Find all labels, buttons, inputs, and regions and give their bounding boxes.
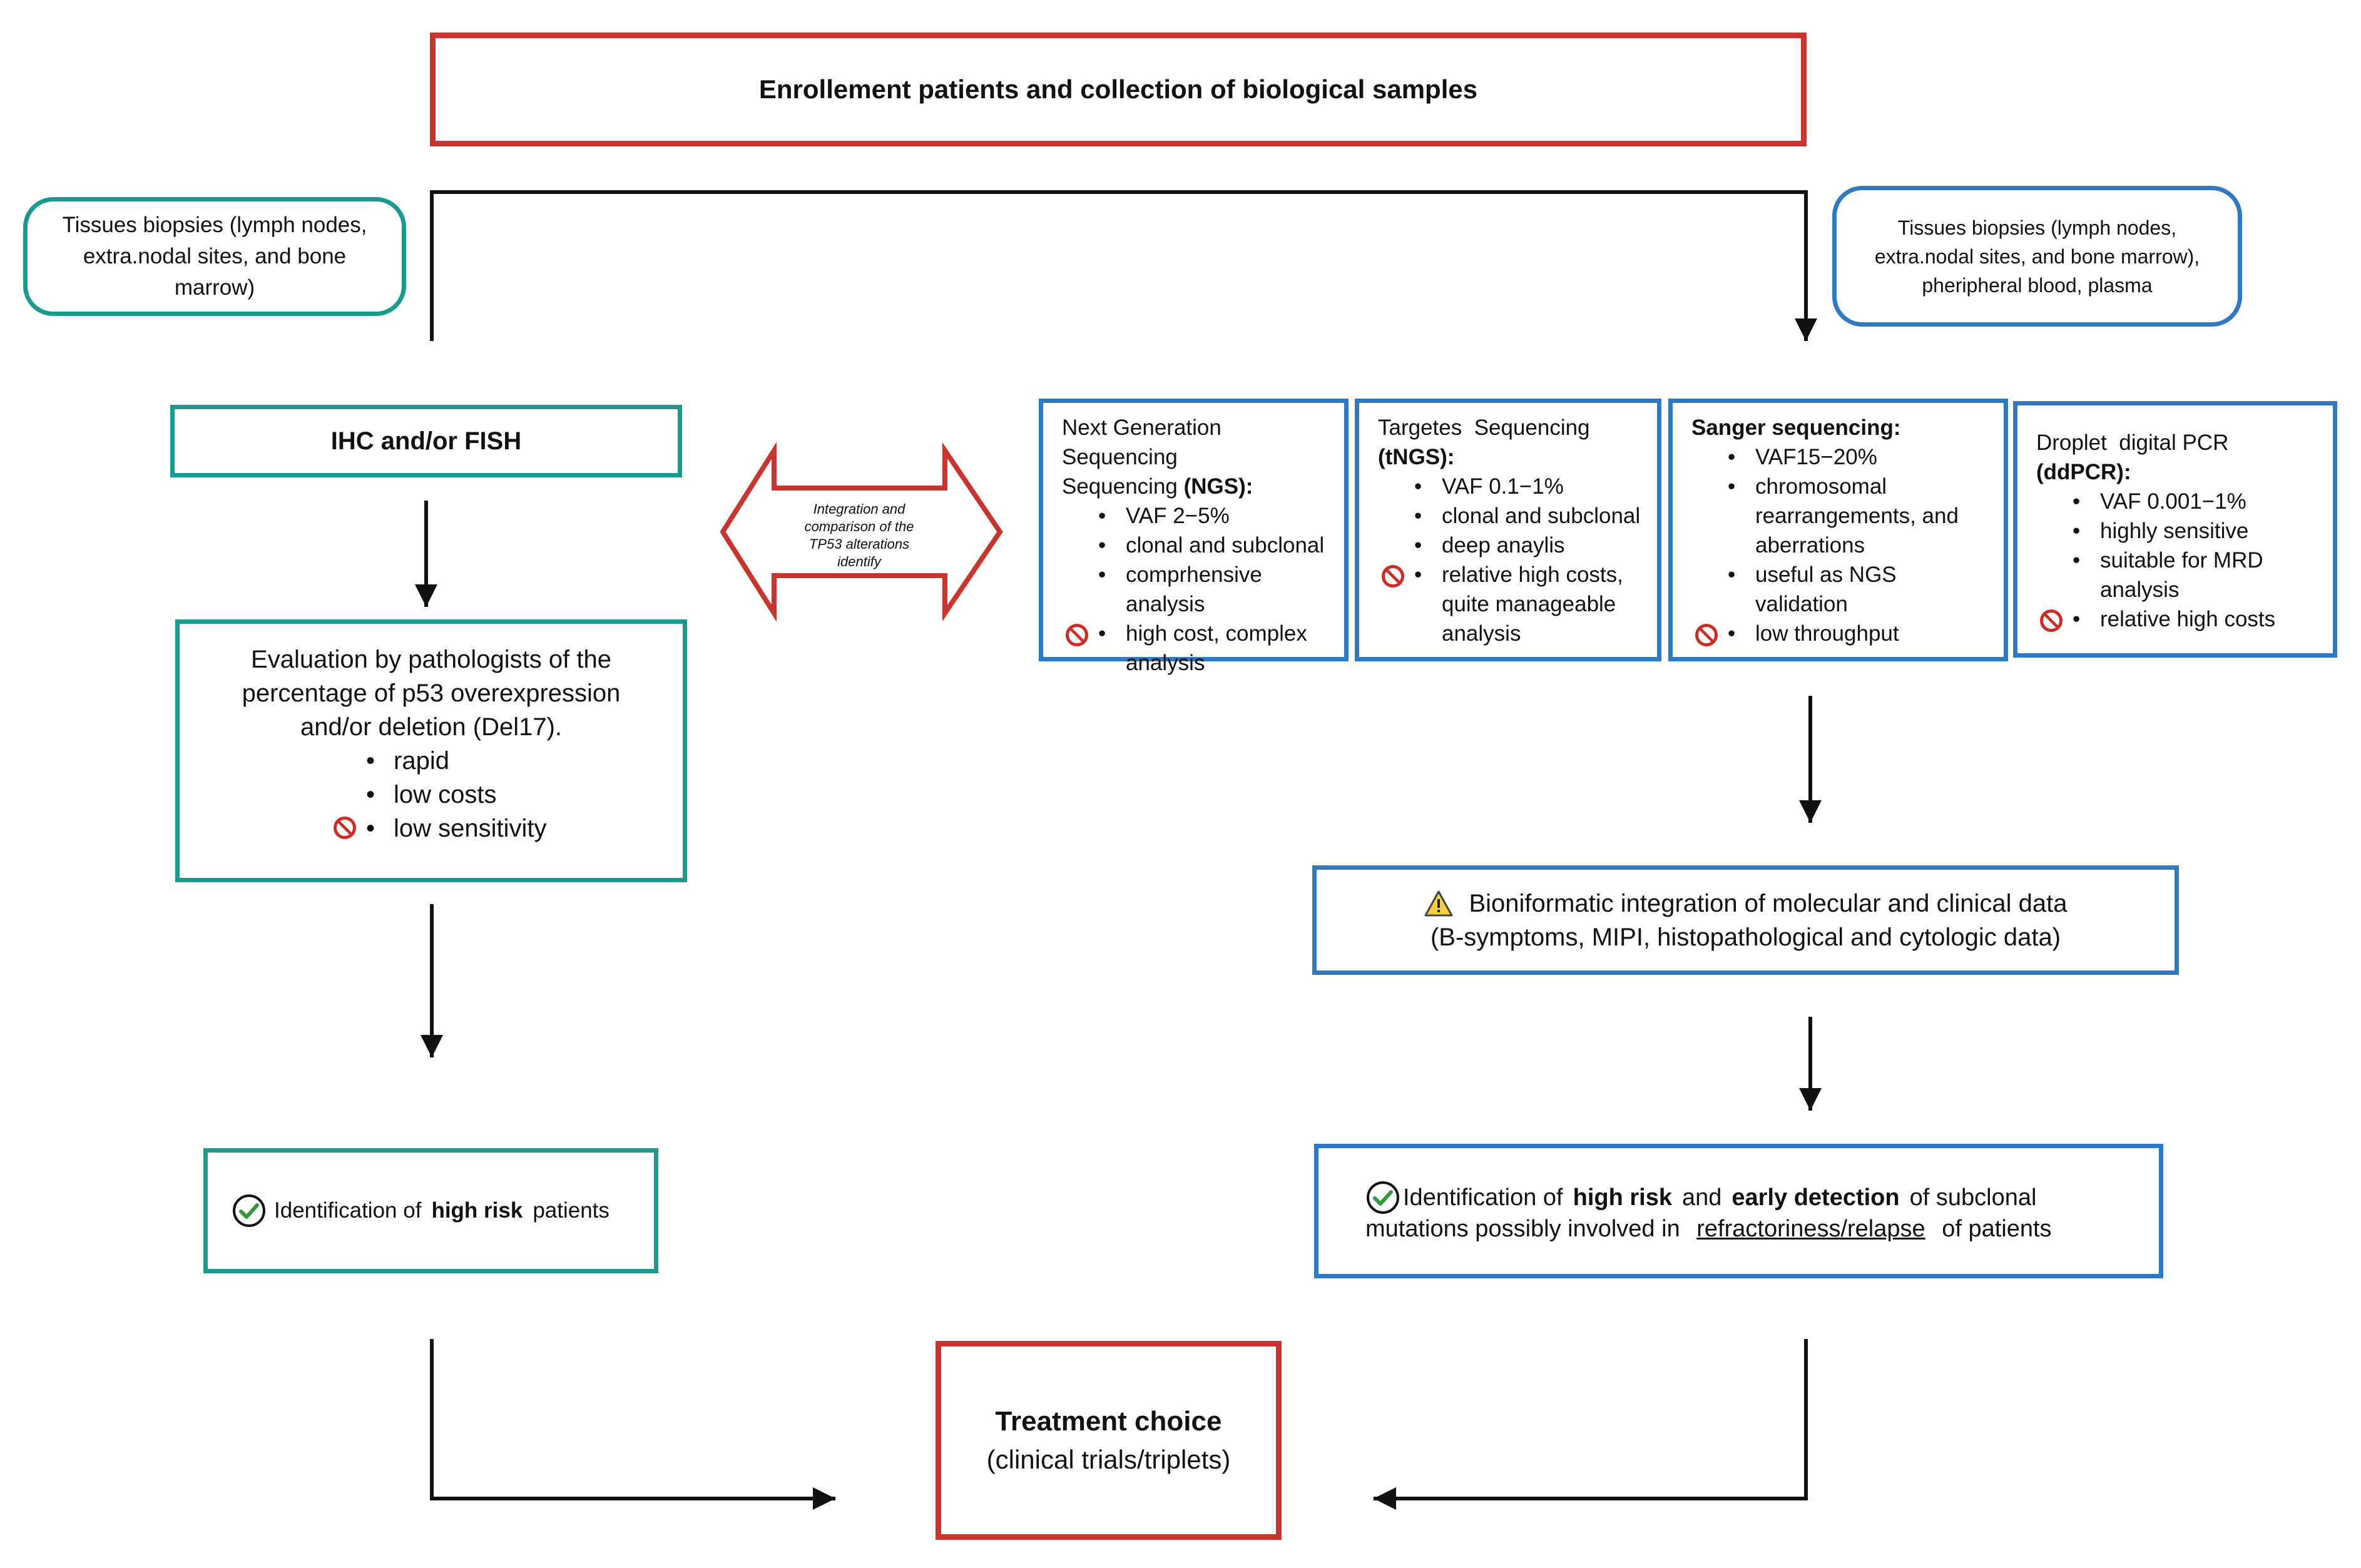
evaluation-text: Evaluation by pathologists of the percen… bbox=[242, 646, 621, 741]
ngs-heading: Next Generation Sequencing Sequencing (N… bbox=[1062, 413, 1335, 501]
tngs-item: deep anaylis bbox=[1378, 531, 1648, 560]
ngs-item: comprhensive analysis bbox=[1062, 560, 1335, 619]
treatment-box: Treatment choice (clinical trials/triple… bbox=[936, 1341, 1282, 1540]
right-result-line2-pre: mutations possibly involved in bbox=[1365, 1215, 1680, 1242]
check-icon bbox=[233, 1194, 265, 1227]
right-result-box: Identification of high risk and early de… bbox=[1314, 1144, 2163, 1278]
ngs-name: Next Generation Sequencing bbox=[1062, 415, 1221, 469]
tngs-item-negative: relative high costs, quite manageable an… bbox=[1378, 560, 1648, 648]
arrow-left-to-treatment bbox=[430, 1339, 835, 1510]
left-sample-box: Tissues biopsies (lymph nodes, extra.nod… bbox=[23, 197, 406, 316]
right-sample-box: Tissues biopsies (lymph nodes, extra.nod… bbox=[1832, 186, 2242, 327]
ngs-item-negative: high cost, complex analysis bbox=[1062, 619, 1335, 678]
ngs-name-cont: Sequencing bbox=[1062, 474, 1178, 499]
right-result-bold1: high risk bbox=[1573, 1184, 1672, 1211]
bioinformatic-line2: (B-symptoms, MIPI, histopathological and… bbox=[1430, 923, 2061, 951]
right-result-line1: Identification of high risk and early de… bbox=[1365, 1180, 2159, 1215]
sanger-item: useful as NGS validation bbox=[1691, 560, 1995, 619]
ngs-box: Next Generation Sequencing Sequencing (N… bbox=[1039, 399, 1349, 675]
left-result-box: Identification of high risk patients bbox=[203, 1148, 658, 1273]
right-result-bold2: early detection bbox=[1731, 1184, 1900, 1211]
ddpcr-box: Droplet digital PCR (ddPCR): VAF 0.001−1… bbox=[2013, 401, 2337, 658]
tngs-abbr: (tNGS): bbox=[1378, 445, 1455, 469]
arrow-right-to-treatment bbox=[1374, 1339, 1808, 1510]
sanger-box: Sanger sequencing: VAF15−20% chromosomal… bbox=[1668, 399, 2008, 661]
ddpcr-name: Droplet digital PCR bbox=[2036, 430, 2229, 455]
sanger-name: Sanger sequencing: bbox=[1691, 415, 1901, 440]
sanger-item: VAF15−20% bbox=[1691, 442, 1995, 472]
ngs-item: clonal and subclonal bbox=[1062, 531, 1335, 560]
tngs-heading: Targetes Sequencing (tNGS): bbox=[1378, 413, 1648, 472]
right-result-pre: Identification of bbox=[1403, 1184, 1563, 1211]
right-result-line2: mutations possibly involved in refractor… bbox=[1365, 1215, 2159, 1243]
double-arrow bbox=[720, 442, 1003, 622]
sanger-list: VAF15−20% chromosomal rearrangements, an… bbox=[1691, 442, 1995, 648]
treatment-title: Treatment choice bbox=[995, 1406, 1222, 1437]
tngs-item: clonal and subclonal bbox=[1378, 501, 1648, 531]
ddpcr-item: VAF 0.001−1% bbox=[2036, 487, 2324, 516]
double-arrow-caption: Integration and comparison of the TP53 a… bbox=[804, 501, 914, 569]
evaluation-box: Evaluation by pathologists of the percen… bbox=[175, 619, 687, 882]
split-connector bbox=[430, 190, 1817, 341]
warning-icon bbox=[1424, 890, 1453, 916]
enrollment-title: Enrollement patients and collection of b… bbox=[758, 74, 1478, 104]
left-result-pre: Identification of bbox=[274, 1198, 422, 1223]
right-result-underlined: refractoriness/relapse bbox=[1696, 1215, 1925, 1242]
tngs-item: VAF 0.1−1% bbox=[1378, 472, 1648, 501]
bioinformatic-box: Bioniformatic integration of molecular a… bbox=[1312, 865, 2179, 975]
evaluation-list: rapid low costs low sensitivity bbox=[330, 744, 651, 845]
right-result-post1: of subclonal bbox=[1909, 1184, 2037, 1211]
tngs-box: Targetes Sequencing (tNGS): VAF 0.1−1% c… bbox=[1355, 399, 1661, 661]
left-result-post: patients bbox=[533, 1198, 609, 1223]
ngs-list: VAF 2−5% clonal and subclonal comprhensi… bbox=[1062, 501, 1335, 678]
enrollment-box: Enrollement patients and collection of b… bbox=[430, 33, 1807, 146]
evaluation-item: rapid bbox=[330, 744, 651, 778]
bioinformatic-line1-row: Bioniformatic integration of molecular a… bbox=[1424, 887, 2068, 920]
tngs-name: Targetes Sequencing bbox=[1378, 415, 1590, 440]
check-icon bbox=[1367, 1181, 1399, 1214]
right-result-mid: and bbox=[1681, 1184, 1722, 1211]
ddpcr-heading: Droplet digital PCR (ddPCR): bbox=[2036, 428, 2324, 487]
right-sample-text: Tissues biopsies (lymph nodes, extra.nod… bbox=[1874, 216, 2200, 297]
tngs-list: VAF 0.1−1% clonal and subclonal deep ana… bbox=[1378, 472, 1648, 648]
evaluation-item: low costs bbox=[330, 778, 651, 812]
bioinformatic-line1: Bioniformatic integration of molecular a… bbox=[1469, 889, 2068, 917]
ngs-item: VAF 2−5% bbox=[1062, 501, 1335, 531]
sanger-heading: Sanger sequencing: bbox=[1691, 413, 1995, 442]
ddpcr-abbr: (ddPCR): bbox=[2036, 460, 2131, 484]
ihc-fish-box: IHC and/or FISH bbox=[170, 405, 682, 477]
ddpcr-item: highly sensitive bbox=[2036, 516, 2324, 546]
left-sample-text: Tissues biopsies (lymph nodes, extra.nod… bbox=[62, 213, 367, 300]
ddpcr-item: suitable for MRD analysis bbox=[2036, 546, 2324, 604]
evaluation-item-negative: low sensitivity bbox=[330, 812, 651, 845]
sanger-item: chromosomal rearrangements, and aberrati… bbox=[1691, 472, 1995, 560]
ngs-abbr: (NGS): bbox=[1183, 474, 1253, 499]
treatment-subtitle: (clinical trials/triplets) bbox=[986, 1445, 1231, 1474]
left-result-bold: high risk bbox=[431, 1198, 523, 1223]
ihc-fish-label: IHC and/or FISH bbox=[330, 427, 522, 455]
sanger-item-negative: low throughput bbox=[1691, 619, 1995, 648]
ddpcr-item-negative: relative high costs bbox=[2036, 604, 2324, 634]
right-result-line2-post: of patients bbox=[1942, 1215, 2052, 1242]
ddpcr-list: VAF 0.001−1% highly sensitive suitable f… bbox=[2036, 487, 2324, 634]
